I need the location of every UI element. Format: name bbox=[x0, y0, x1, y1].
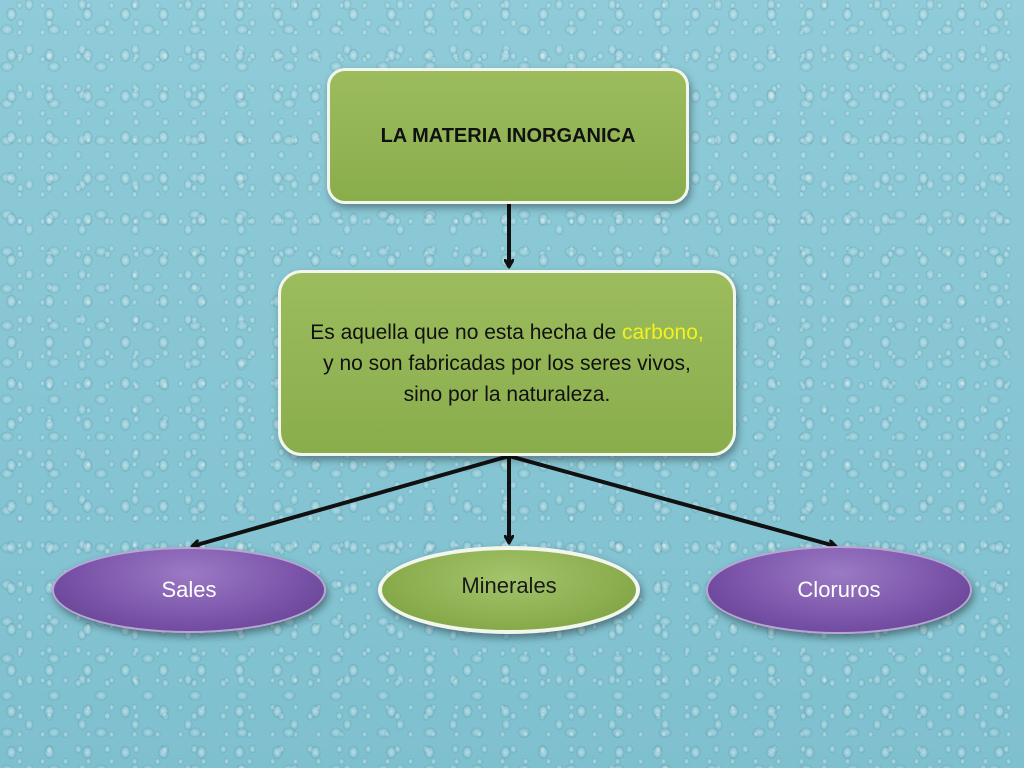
title-box: LA MATERIA INORGANICA bbox=[327, 68, 689, 204]
definition-highlight: carbono, bbox=[622, 320, 704, 344]
oval-cloruros: Cloruros bbox=[706, 546, 972, 634]
definition-text: Es aquella que no esta hecha de carbono,… bbox=[303, 317, 711, 410]
title-text: LA MATERIA INORGANICA bbox=[380, 124, 636, 147]
oval-sales-label: Sales bbox=[161, 577, 217, 602]
definition-part1: Es aquella que no esta hecha de bbox=[310, 320, 622, 344]
oval-minerales-label: Minerales bbox=[461, 573, 557, 598]
definition-part2: y no son fabricadas por los seres vivos,… bbox=[323, 351, 691, 406]
definition-box: Es aquella que no esta hecha de carbono,… bbox=[278, 270, 736, 456]
oval-cloruros-label: Cloruros bbox=[797, 577, 881, 602]
oval-sales: Sales bbox=[52, 547, 326, 633]
arrow-definition-to-cloruros bbox=[508, 454, 835, 546]
oval-minerales: Minerales bbox=[378, 546, 640, 634]
arrow-definition-to-sales bbox=[193, 454, 510, 546]
